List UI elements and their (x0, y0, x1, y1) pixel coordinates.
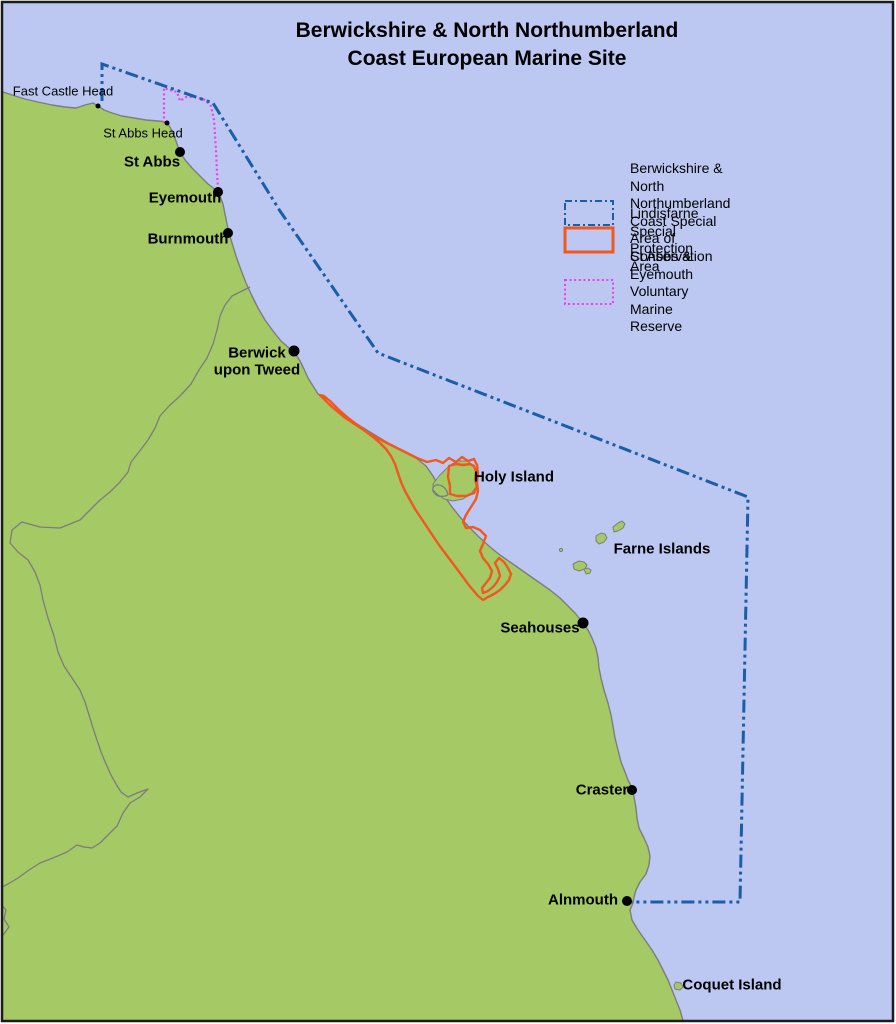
place-label-st-abbs-head: St Abbs Head (103, 125, 183, 141)
sac-line-swatch (564, 199, 614, 226)
place-dot-craster (627, 785, 637, 795)
spa-line-swatch (563, 226, 615, 254)
sac-boundary-line (100, 61, 750, 904)
place-label-seahouses: Seahouses (500, 619, 580, 637)
spa-holy-island-loop (446, 462, 479, 498)
legend-item-spa: Lindisfarne Special Protection Area (563, 205, 699, 275)
place-dot-berwick-upon-tweed (288, 345, 300, 357)
place-dot-st-abbs-head (164, 120, 170, 126)
legend-label-reserve: St Abbs & Eyemouth Voluntary Marine Rese… (630, 248, 694, 334)
spa-boundary-line (318, 393, 513, 602)
inland-boundary-line (2, 286, 251, 888)
reserve-line-swatch (564, 278, 614, 305)
map-title-line1: Berwickshire & North Northumberland (295, 19, 679, 42)
legend-label-sac: Berwickshire & North Northumberland Coas… (630, 160, 731, 264)
place-label-eyemouth: Eyemouth (148, 189, 222, 207)
farne-island-4 (583, 567, 592, 575)
place-dot-alnmouth (622, 896, 632, 906)
place-dot-st-abbs (175, 147, 185, 157)
place-label-burnmouth: Burnmouth (147, 230, 229, 248)
place-dot-burnmouth (223, 228, 233, 238)
place-label-farne-islands: Farne Islands (613, 540, 711, 558)
place-dot-eyemouth (213, 187, 223, 197)
place-label-berwick-upon-tweed: Berwick upon Tweed (213, 344, 301, 379)
legend-item-reserve: St Abbs & Eyemouth Voluntary Marine Rese… (563, 248, 693, 336)
farne-island-1 (612, 520, 626, 533)
place-label-craster: Craster (575, 781, 629, 799)
farne-island-5 (558, 547, 564, 553)
place-label-alnmouth: Alnmouth (548, 891, 618, 909)
place-label-holy-island: Holy Island (473, 468, 555, 486)
place-dot-seahouses (577, 617, 589, 629)
farne-island-3 (572, 560, 588, 572)
map-title-line2: Coast European Marine Site (347, 47, 627, 70)
farne-island-2 (595, 532, 608, 545)
place-label-st-abbs: St Abbs (123, 153, 181, 171)
place-label-fast-castle-head: Fast Castle Head (12, 83, 114, 99)
holy-island-harbour-line (432, 484, 449, 498)
coquet-island-landmass (673, 981, 684, 991)
map-title: Berwickshire & North Northumberland Coas… (296, 17, 679, 73)
legend-label-spa: Lindisfarne Special Protection Area (630, 205, 699, 274)
place-dot-fast-castle-head (95, 103, 101, 109)
legend-item-sac: Berwickshire & North Northumberland Coas… (563, 160, 730, 265)
place-label-coquet-island: Coquet Island (682, 976, 782, 994)
